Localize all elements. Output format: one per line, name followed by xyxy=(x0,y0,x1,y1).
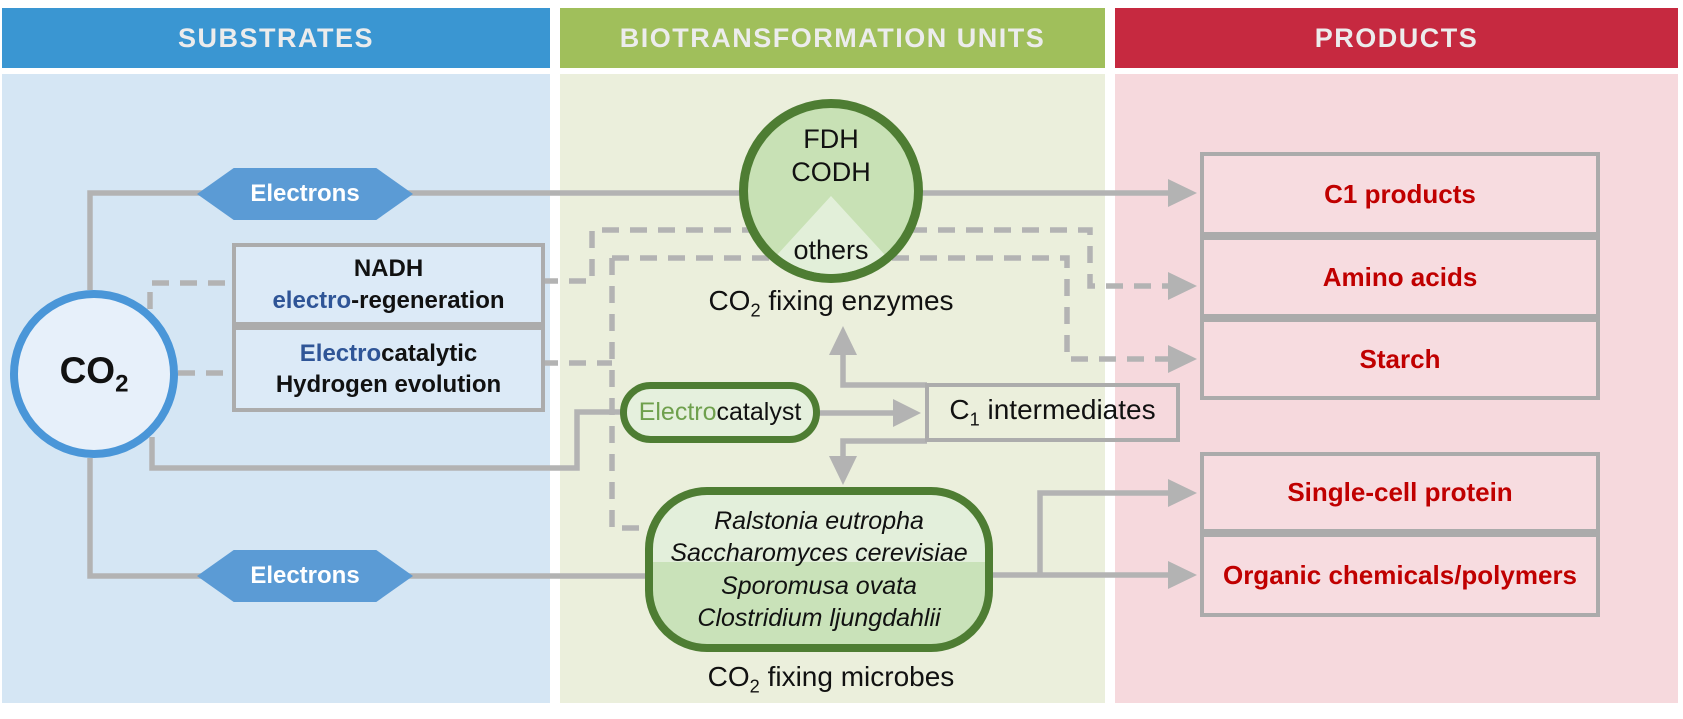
arrowhead-c1products xyxy=(1168,179,1197,207)
products-header-label: PRODUCTS xyxy=(1314,22,1479,53)
product-box-c1-products: C1 products xyxy=(1200,152,1600,236)
enzyme-codh-label: CODH xyxy=(791,157,871,187)
arrowhead-starch xyxy=(1168,345,1197,373)
arrowhead-singlecell xyxy=(1168,479,1197,507)
arrowhead-organic xyxy=(1168,561,1197,589)
electrons-top-label: Electrons xyxy=(250,180,360,207)
microbe-name: Clostridium ljungdahlii xyxy=(697,604,941,632)
c1-intermediates-label: C1 intermediates xyxy=(949,394,1156,430)
product-label: Amino acids xyxy=(1322,261,1478,292)
arrowhead-down-microbes xyxy=(829,456,857,485)
products-header: PRODUCTS xyxy=(1115,8,1678,68)
hydrogen-line1: Electrocatalytic xyxy=(299,339,478,367)
line-c1-to-enzymes xyxy=(840,354,927,388)
microbe-name: Ralstonia eutropha xyxy=(714,506,924,535)
fixing-enzymes-caption: CO2 fixing enzymes xyxy=(708,285,954,321)
arrowhead-c1intermediates xyxy=(893,399,921,427)
line-co2-to-electrocatalyst xyxy=(149,409,622,471)
arrowhead-aminoacids xyxy=(1168,272,1197,300)
enzyme-fdh-label: FDH xyxy=(803,124,859,154)
fixing-microbes-caption: CO2 fixing microbes xyxy=(707,661,955,697)
product-box-amino-acids: Amino acids xyxy=(1200,236,1600,318)
arrowhead-up-enzymes xyxy=(829,326,857,355)
nadh-line2: electro-regeneration xyxy=(272,286,505,314)
product-box-organic-chemicals: Organic chemicals/polymers xyxy=(1200,533,1600,617)
electrocatalyst-pill: Electrocatalyst xyxy=(620,382,820,443)
units-header-label: BIOTRANSFORMATION UNITS xyxy=(619,22,1046,53)
co2-circle: CO2 xyxy=(10,290,178,458)
product-label: C1 products xyxy=(1324,178,1476,209)
c1-intermediates-box: C1 intermediates xyxy=(925,383,1180,442)
microbe-name: Sporomusa ovata xyxy=(721,571,917,600)
microbe-name: Saccharomyces cerevisiae xyxy=(670,539,968,567)
electrocatalyst-label: Electrocatalyst xyxy=(638,398,802,426)
co2-label: CO2 xyxy=(59,349,129,398)
line-microbes-to-products xyxy=(989,490,1168,578)
electrons-bottom-label: Electrons xyxy=(250,562,360,589)
hydrogen-line2: Hydrogen evolution xyxy=(275,371,502,398)
nadh-line1: NADH xyxy=(353,255,424,283)
substrates-header-label: SUBSTRATES xyxy=(177,22,374,53)
fixing-microbes-pill: Ralstonia eutropha Saccharomyces cerevis… xyxy=(645,487,993,652)
product-label: Single-cell protein xyxy=(1287,477,1513,507)
line-co2-to-microbes xyxy=(87,458,649,579)
electrons-badge-top: Electrons xyxy=(197,168,413,220)
product-label: Organic chemicals/polymers xyxy=(1222,559,1578,590)
electrons-badge-bottom: Electrons xyxy=(197,550,413,602)
substrates-header: SUBSTRATES xyxy=(2,8,550,68)
hydrogen-evolution-box: Electrocatalytic Hydrogen evolution xyxy=(232,326,545,412)
fixing-enzymes-circle: FDH CODH others xyxy=(739,99,923,283)
units-header: BIOTRANSFORMATION UNITS xyxy=(560,8,1105,68)
enzyme-others-label: others xyxy=(793,235,869,265)
line-c1-to-microbes xyxy=(840,438,927,458)
product-box-starch: Starch xyxy=(1200,318,1600,400)
dashed-co2-to-nadh xyxy=(147,280,232,309)
nadh-regeneration-box: NADH electro-regeneration xyxy=(232,243,545,326)
product-box-single-cell-protein: Single-cell protein xyxy=(1200,452,1600,533)
product-label: Starch xyxy=(1359,343,1441,374)
